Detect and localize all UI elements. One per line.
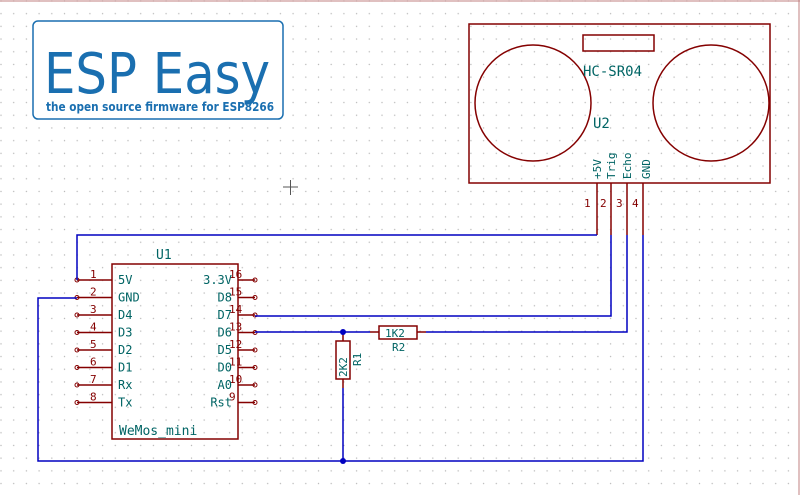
pin-label: D8 bbox=[218, 291, 232, 305]
pin-label: GND bbox=[118, 291, 140, 305]
mcu-pin-left-7[interactable]: 7 Rx bbox=[74, 373, 132, 392]
junction-dot bbox=[340, 458, 346, 464]
pin-number: 12 bbox=[229, 338, 242, 351]
pin-label: D6 bbox=[218, 326, 232, 340]
mcu-pin-left-6[interactable]: 6 D1 bbox=[74, 356, 132, 375]
pin-number: 7 bbox=[90, 373, 97, 386]
pin-label: A0 bbox=[218, 378, 232, 392]
mcu-pin-left-1[interactable]: 1 5V bbox=[74, 268, 132, 287]
pin-label: D7 bbox=[218, 308, 232, 322]
pin-number: 3 bbox=[90, 303, 97, 316]
pin-label: 3.3V bbox=[203, 273, 232, 287]
r2-value: 1K2 bbox=[385, 327, 405, 340]
sensor-pin-number-1: 1 bbox=[584, 197, 591, 210]
sensor-pin-label-5v: +5V bbox=[591, 159, 604, 179]
r1-ref: R1 bbox=[351, 353, 364, 366]
sensor-pin-label-trig: Trig bbox=[605, 153, 618, 180]
sensor-name: HC-SR04 bbox=[583, 64, 642, 80]
mcu-ref: U1 bbox=[156, 248, 172, 263]
resistor-r2[interactable]: 1K2 R2 bbox=[370, 325, 426, 354]
pin-number: 9 bbox=[229, 391, 236, 404]
sensor-transducer-right bbox=[652, 44, 770, 162]
logo-title: ESP Easy bbox=[44, 42, 270, 107]
r2-ref: R2 bbox=[392, 341, 405, 354]
mcu-pin-left-3[interactable]: 3 D4 bbox=[74, 303, 132, 322]
sensor-transducer-left bbox=[474, 44, 592, 162]
wire-5v bbox=[76, 234, 597, 280]
pin-label: Tx bbox=[118, 396, 132, 410]
sensor-ref: U2 bbox=[593, 116, 610, 132]
mcu-pin-left-8[interactable]: 8 Tx bbox=[74, 391, 132, 410]
pin-label: Rx bbox=[118, 378, 132, 392]
mcu-pin-right-16[interactable]: 163.3V bbox=[203, 268, 258, 287]
pin-number: 6 bbox=[90, 356, 97, 369]
pin-number: 15 bbox=[229, 286, 242, 299]
pin-label: D1 bbox=[118, 361, 132, 375]
pin-number: 16 bbox=[229, 268, 242, 281]
mcu-value: WeMos_mini bbox=[119, 424, 197, 439]
pin-number: 14 bbox=[229, 303, 243, 316]
logo-subtitle: the open source firmware for ESP8266 bbox=[46, 100, 274, 114]
pin-number: 8 bbox=[90, 391, 97, 404]
pin-label: D4 bbox=[118, 308, 132, 322]
pin-label: D3 bbox=[118, 326, 132, 340]
r1-value: 2K2 bbox=[337, 357, 350, 377]
wires bbox=[37, 234, 644, 462]
wire-gnd bbox=[37, 235, 644, 462]
pin-number: 5 bbox=[90, 338, 97, 351]
pin-number: 2 bbox=[90, 286, 97, 299]
pin-label: D0 bbox=[218, 361, 232, 375]
pin-label: Rst bbox=[210, 396, 232, 410]
esp-easy-logo: ESP Easy the open source firmware for ES… bbox=[32, 20, 284, 120]
pin-number: 13 bbox=[229, 321, 242, 334]
pin-label: D2 bbox=[118, 343, 132, 357]
sensor-pin-label-echo: Echo bbox=[621, 153, 634, 180]
hc-sr04-sensor[interactable]: HC-SR04 U2 +5V Trig Echo GND 1 2 3 4 bbox=[468, 23, 771, 235]
mcu-pin-left-5[interactable]: 5 D2 bbox=[74, 338, 132, 357]
pin-label: D5 bbox=[218, 343, 232, 357]
sensor-pin-number-2: 2 bbox=[600, 197, 607, 210]
pin-number: 11 bbox=[229, 356, 242, 369]
wire-trig bbox=[255, 235, 612, 317]
sensor-pin-label-gnd: GND bbox=[640, 159, 653, 179]
sensor-pin-number-3: 3 bbox=[616, 197, 623, 210]
pin-number: 10 bbox=[229, 373, 242, 386]
wire-echo bbox=[426, 235, 628, 333]
resistor-r1[interactable]: 2K2 R1 bbox=[335, 332, 364, 388]
crosshair-cursor-icon bbox=[283, 180, 298, 195]
sensor-pin-number-4: 4 bbox=[632, 197, 639, 210]
junction-dot bbox=[340, 329, 346, 335]
sensor-crystal bbox=[582, 34, 655, 52]
pin-label: 5V bbox=[118, 273, 132, 287]
mcu-pin-left-4[interactable]: 4 D3 bbox=[74, 321, 132, 340]
pin-number: 1 bbox=[90, 268, 97, 281]
pin-number: 4 bbox=[90, 321, 97, 334]
